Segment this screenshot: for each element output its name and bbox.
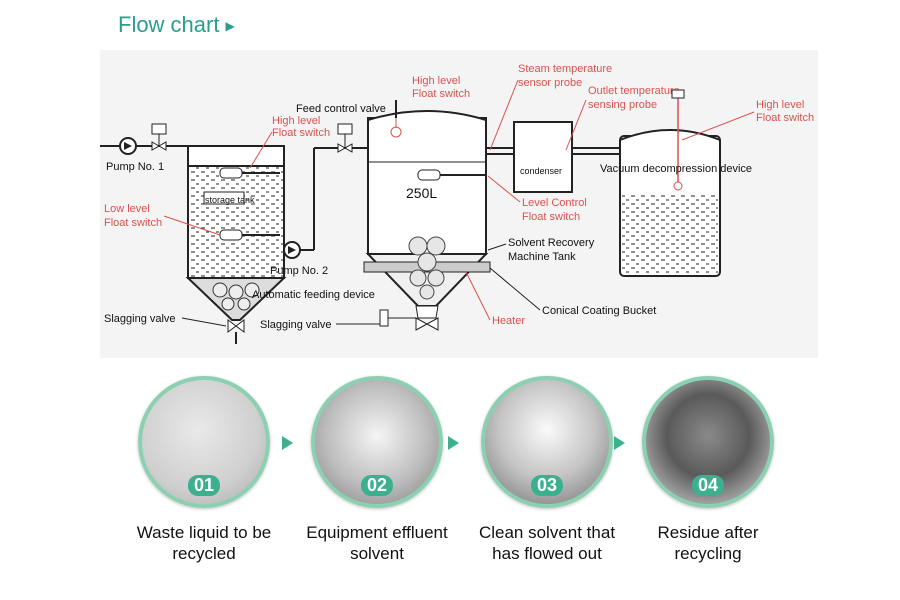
arrow-right-icon xyxy=(282,436,293,450)
step-2-caption: Equipment effluent solvent xyxy=(306,523,448,563)
step-1-image: 01 xyxy=(138,376,270,508)
step-4-image: 04 xyxy=(642,376,774,508)
condenser: condenser xyxy=(513,121,573,193)
auto-feed-label: Automatic feeding device xyxy=(252,289,375,301)
step-2: 02 Equipment effluent solvent xyxy=(292,370,462,564)
step-4: 04 Residue after recycling xyxy=(623,370,793,564)
vacuum-vessel xyxy=(619,89,721,277)
storage-tank-label: storage tank xyxy=(205,195,255,205)
step-3-caption: Clean solvent that has flowed out xyxy=(478,523,616,563)
conical-bucket-label: Conical Coating Bucket xyxy=(542,305,656,317)
step-1-number: 01 xyxy=(187,475,221,496)
vacuum-device-label: Vacuum decompression device xyxy=(600,163,752,175)
pump-2 xyxy=(283,123,372,259)
pump-1 xyxy=(100,123,188,155)
feed-control-valve-label: Feed control valve xyxy=(296,103,386,115)
tank-volume-label: 250L xyxy=(406,185,437,201)
step-3-image: 03 xyxy=(481,376,613,508)
step-1-caption: Waste liquid to be recycled xyxy=(136,523,272,563)
step-2-image: 02 xyxy=(311,376,443,508)
pump-2-label: Pump No. 2 xyxy=(270,265,328,277)
step-3-number: 03 xyxy=(530,475,564,496)
step-1: 01 Waste liquid to be recycled xyxy=(119,370,289,564)
heater-label: Heater xyxy=(492,315,525,327)
step-4-number: 04 xyxy=(691,475,725,496)
title-arrow-icon: ▶ xyxy=(225,19,235,34)
arrow-right-icon xyxy=(614,436,625,450)
slagging-valve-2-label: Slagging valve xyxy=(260,319,332,331)
pump-1-label: Pump No. 1 xyxy=(106,161,164,173)
slagging-valve-1-label: Slagging valve xyxy=(104,313,176,325)
page-title: Flow chart▶ xyxy=(118,12,235,37)
step-4-caption: Residue after recycling xyxy=(657,523,759,563)
process-steps: 01 Waste liquid to be recycled 02 Equipm… xyxy=(0,370,900,600)
arrow-right-icon xyxy=(448,436,459,450)
step-2-number: 02 xyxy=(360,475,394,496)
condenser-label: condenser xyxy=(520,166,562,176)
recovery-tank xyxy=(363,100,491,331)
step-3: 03 Clean solvent that has flowed out xyxy=(462,370,632,564)
